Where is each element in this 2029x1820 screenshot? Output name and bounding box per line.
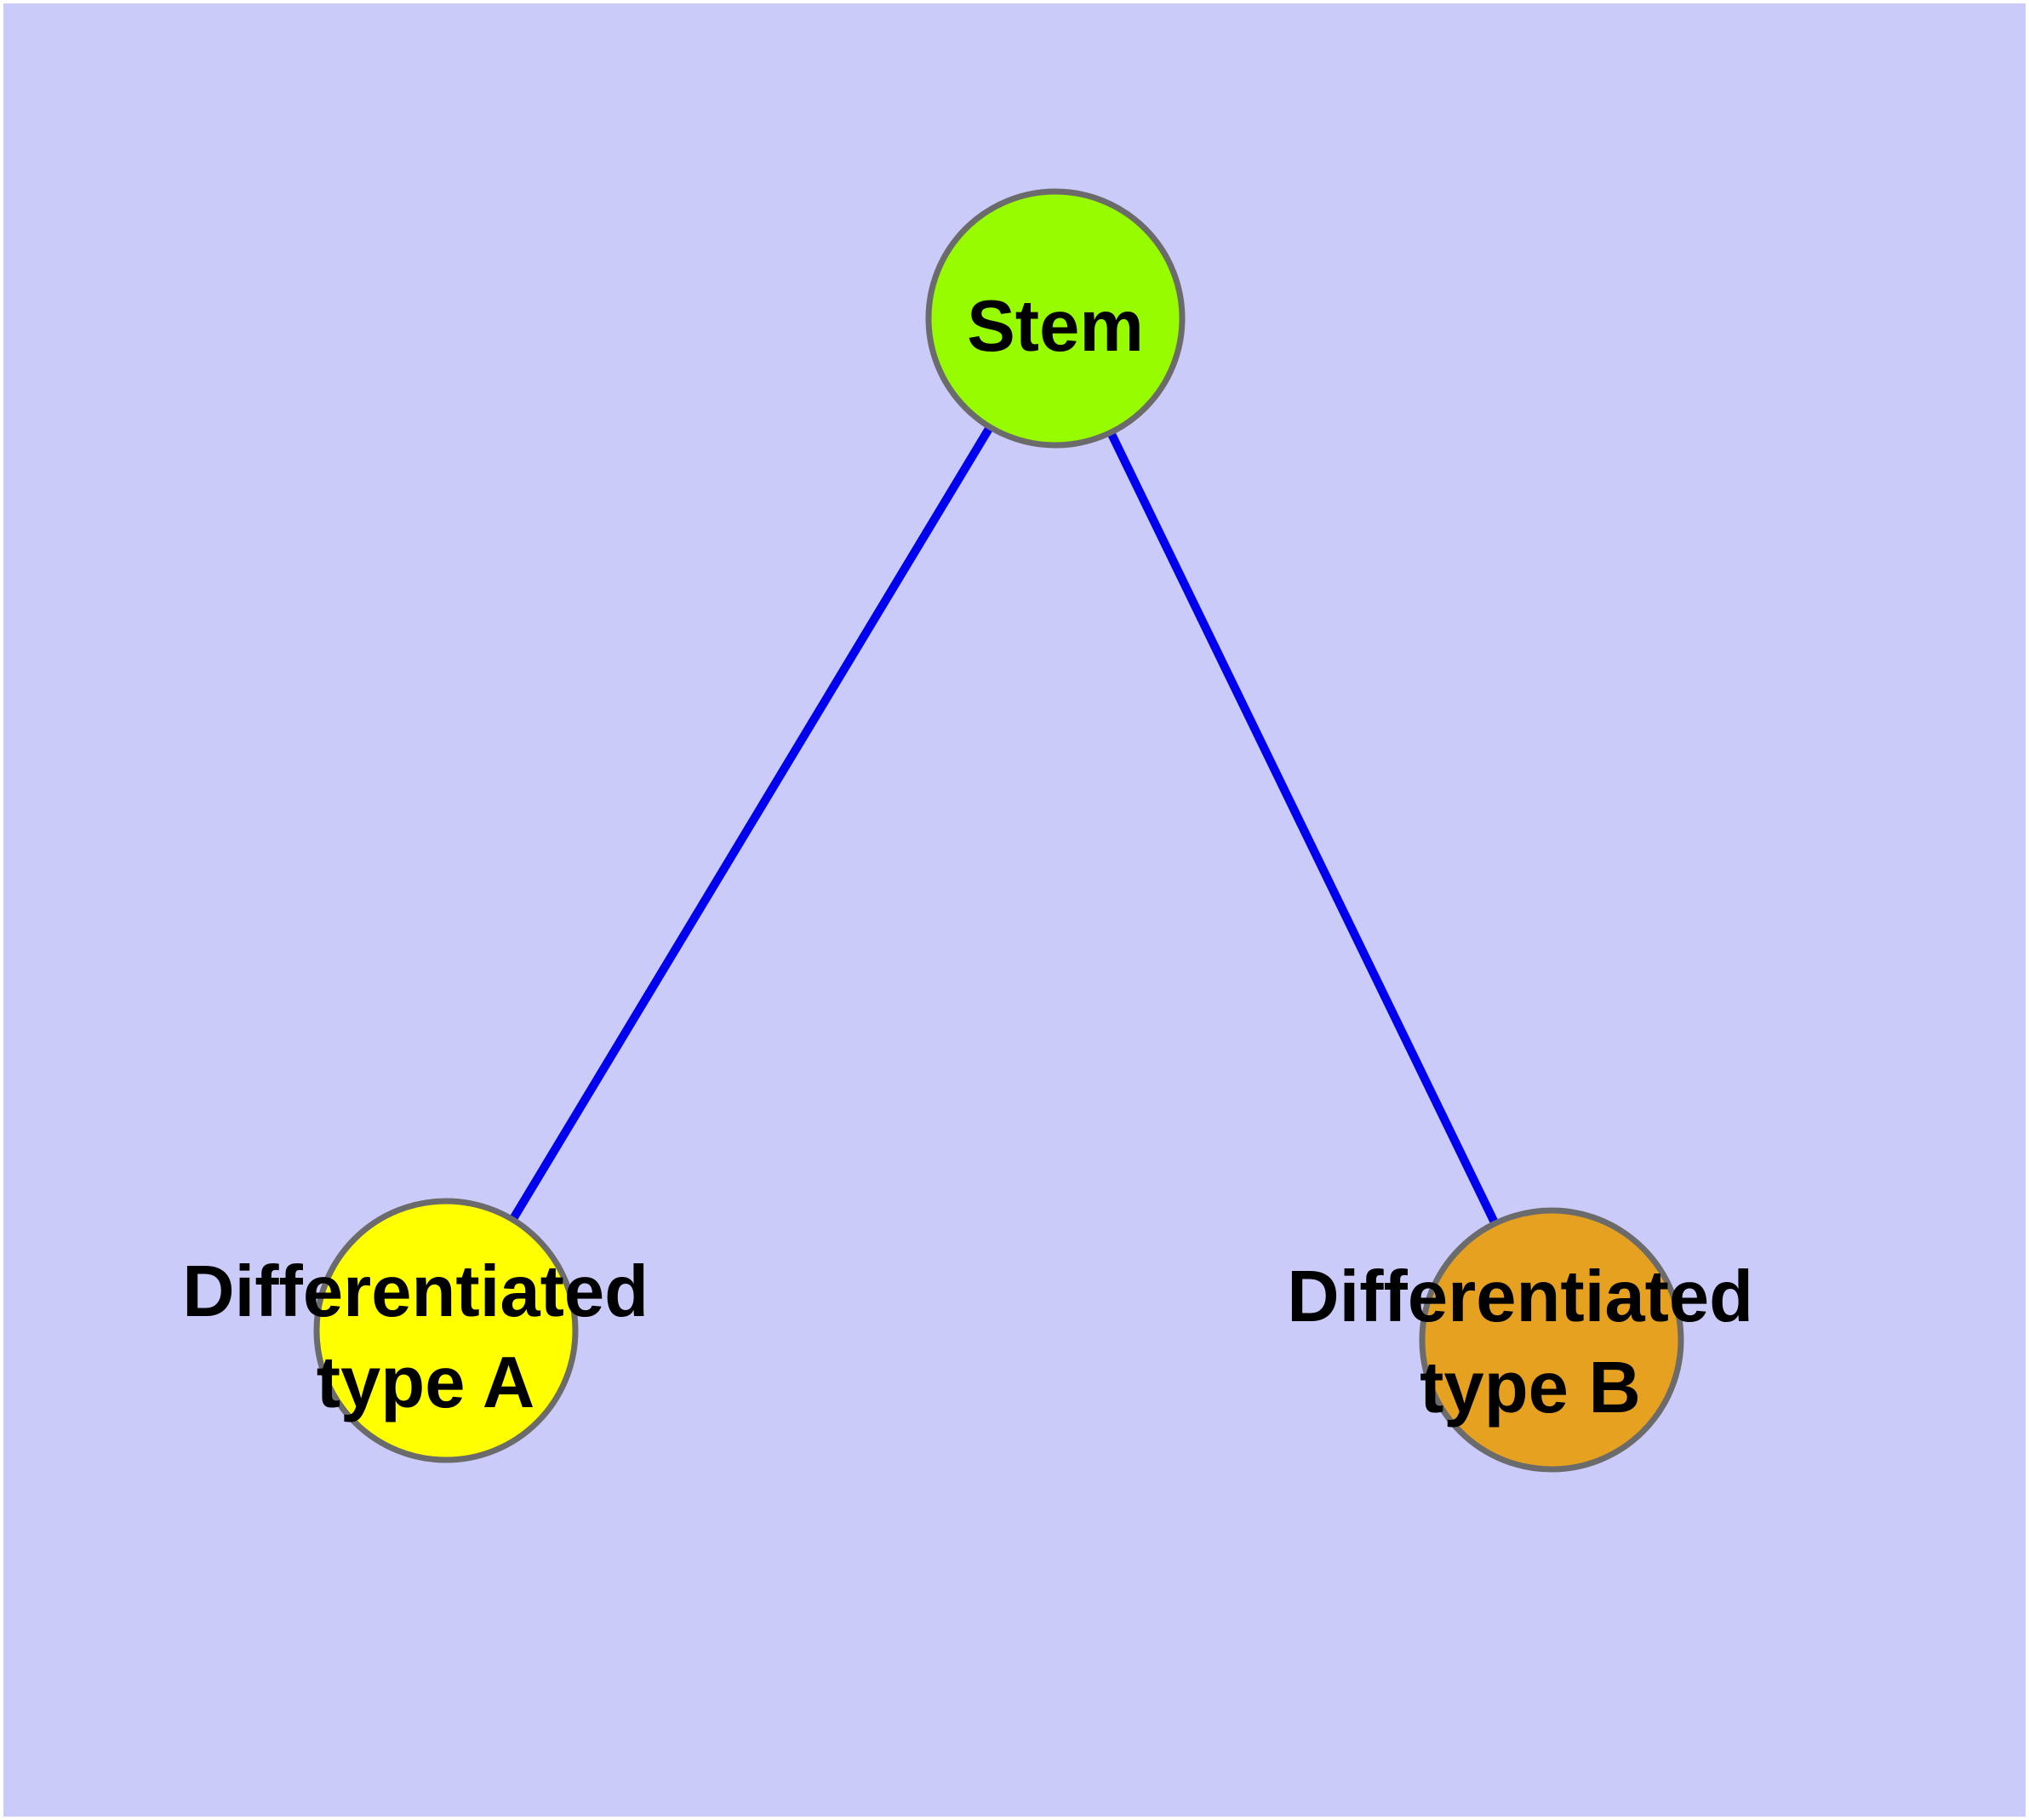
edge-stem-to-type-a <box>442 316 1060 1333</box>
node-stem-label: Stem <box>967 286 1144 367</box>
node-differentiated-type-b-label-line2: type B <box>1420 1348 1641 1428</box>
node-differentiated-type-b-label: Differentiated type B <box>1287 1256 1773 1428</box>
node-differentiated-type-a-label-line2: type A <box>317 1342 535 1423</box>
node-differentiated-type-a <box>313 1198 579 1463</box>
edge-stem-to-type-b <box>1051 316 1556 1342</box>
node-stem <box>925 188 1186 449</box>
node-differentiated-type-b-label-line1: Differentiated <box>1287 1256 1753 1337</box>
node-differentiated-type-b <box>1419 1207 1684 1473</box>
node-differentiated-type-a-label: Differentiated type A <box>182 1251 668 1423</box>
node-differentiated-type-a-label-line1: Differentiated <box>182 1251 649 1332</box>
